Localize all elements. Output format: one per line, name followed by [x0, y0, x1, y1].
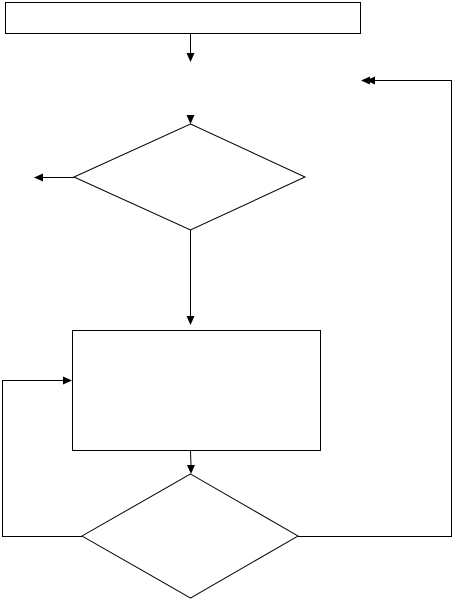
top-down-arrow-head [186, 53, 195, 62]
right-loop-line [298, 80, 452, 537]
middle-process-box [72, 330, 321, 451]
decision-2-node [80, 473, 300, 599]
right-loop-arrow-head-1 [366, 76, 375, 85]
middle-to-decision-2-arrow [187, 450, 195, 474]
decision-1-diamond [72, 123, 307, 231]
middle-to-decision-2-line [190, 450, 192, 467]
left-exit-arrow-head [34, 173, 43, 182]
decision-1-left-exit-arrow [34, 173, 74, 182]
left-loop-connector [2, 376, 82, 537]
decision-1-entry-arrow-head [186, 115, 195, 124]
decision-1-down-arrow [186, 230, 195, 325]
decision-2-diamond [80, 473, 300, 599]
right-loop-connector [298, 76, 452, 537]
top-process-node [5, 2, 361, 34]
top-process-box [5, 2, 361, 34]
top-down-arrow [186, 34, 195, 62]
decision-1-down-arrow-head [186, 316, 195, 325]
right-loop-arrow-head-2 [361, 76, 370, 85]
left-loop-arrow-head [63, 376, 72, 385]
middle-to-decision-2-head [187, 465, 195, 474]
decision-1-node [72, 123, 307, 231]
left-loop-line [2, 380, 82, 537]
middle-process-node [72, 330, 321, 451]
